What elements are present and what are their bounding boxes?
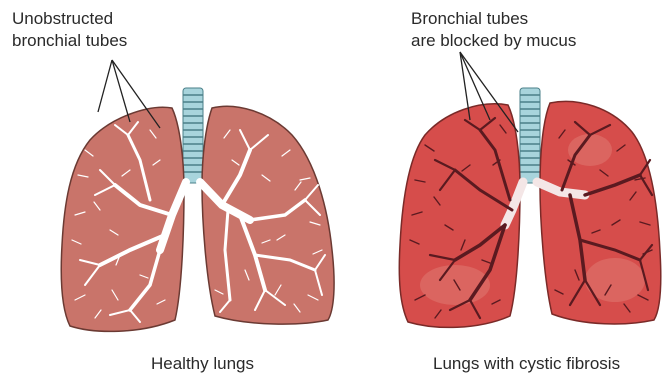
- healthy-lungs: [61, 88, 334, 331]
- label-blocked-line1: Bronchial tubes: [411, 8, 528, 29]
- caption-healthy-lungs: Healthy lungs: [151, 353, 254, 374]
- label-unobstructed-line1: Unobstructed: [12, 8, 113, 29]
- cf-lungs: [399, 88, 660, 327]
- healthy-trachea: [183, 88, 203, 183]
- label-unobstructed-line2: bronchial tubes: [12, 30, 127, 51]
- label-blocked-line2: are blocked by mucus: [411, 30, 576, 51]
- caption-cystic-fibrosis-lungs: Lungs with cystic fibrosis: [433, 353, 620, 374]
- cf-trachea: [520, 88, 540, 183]
